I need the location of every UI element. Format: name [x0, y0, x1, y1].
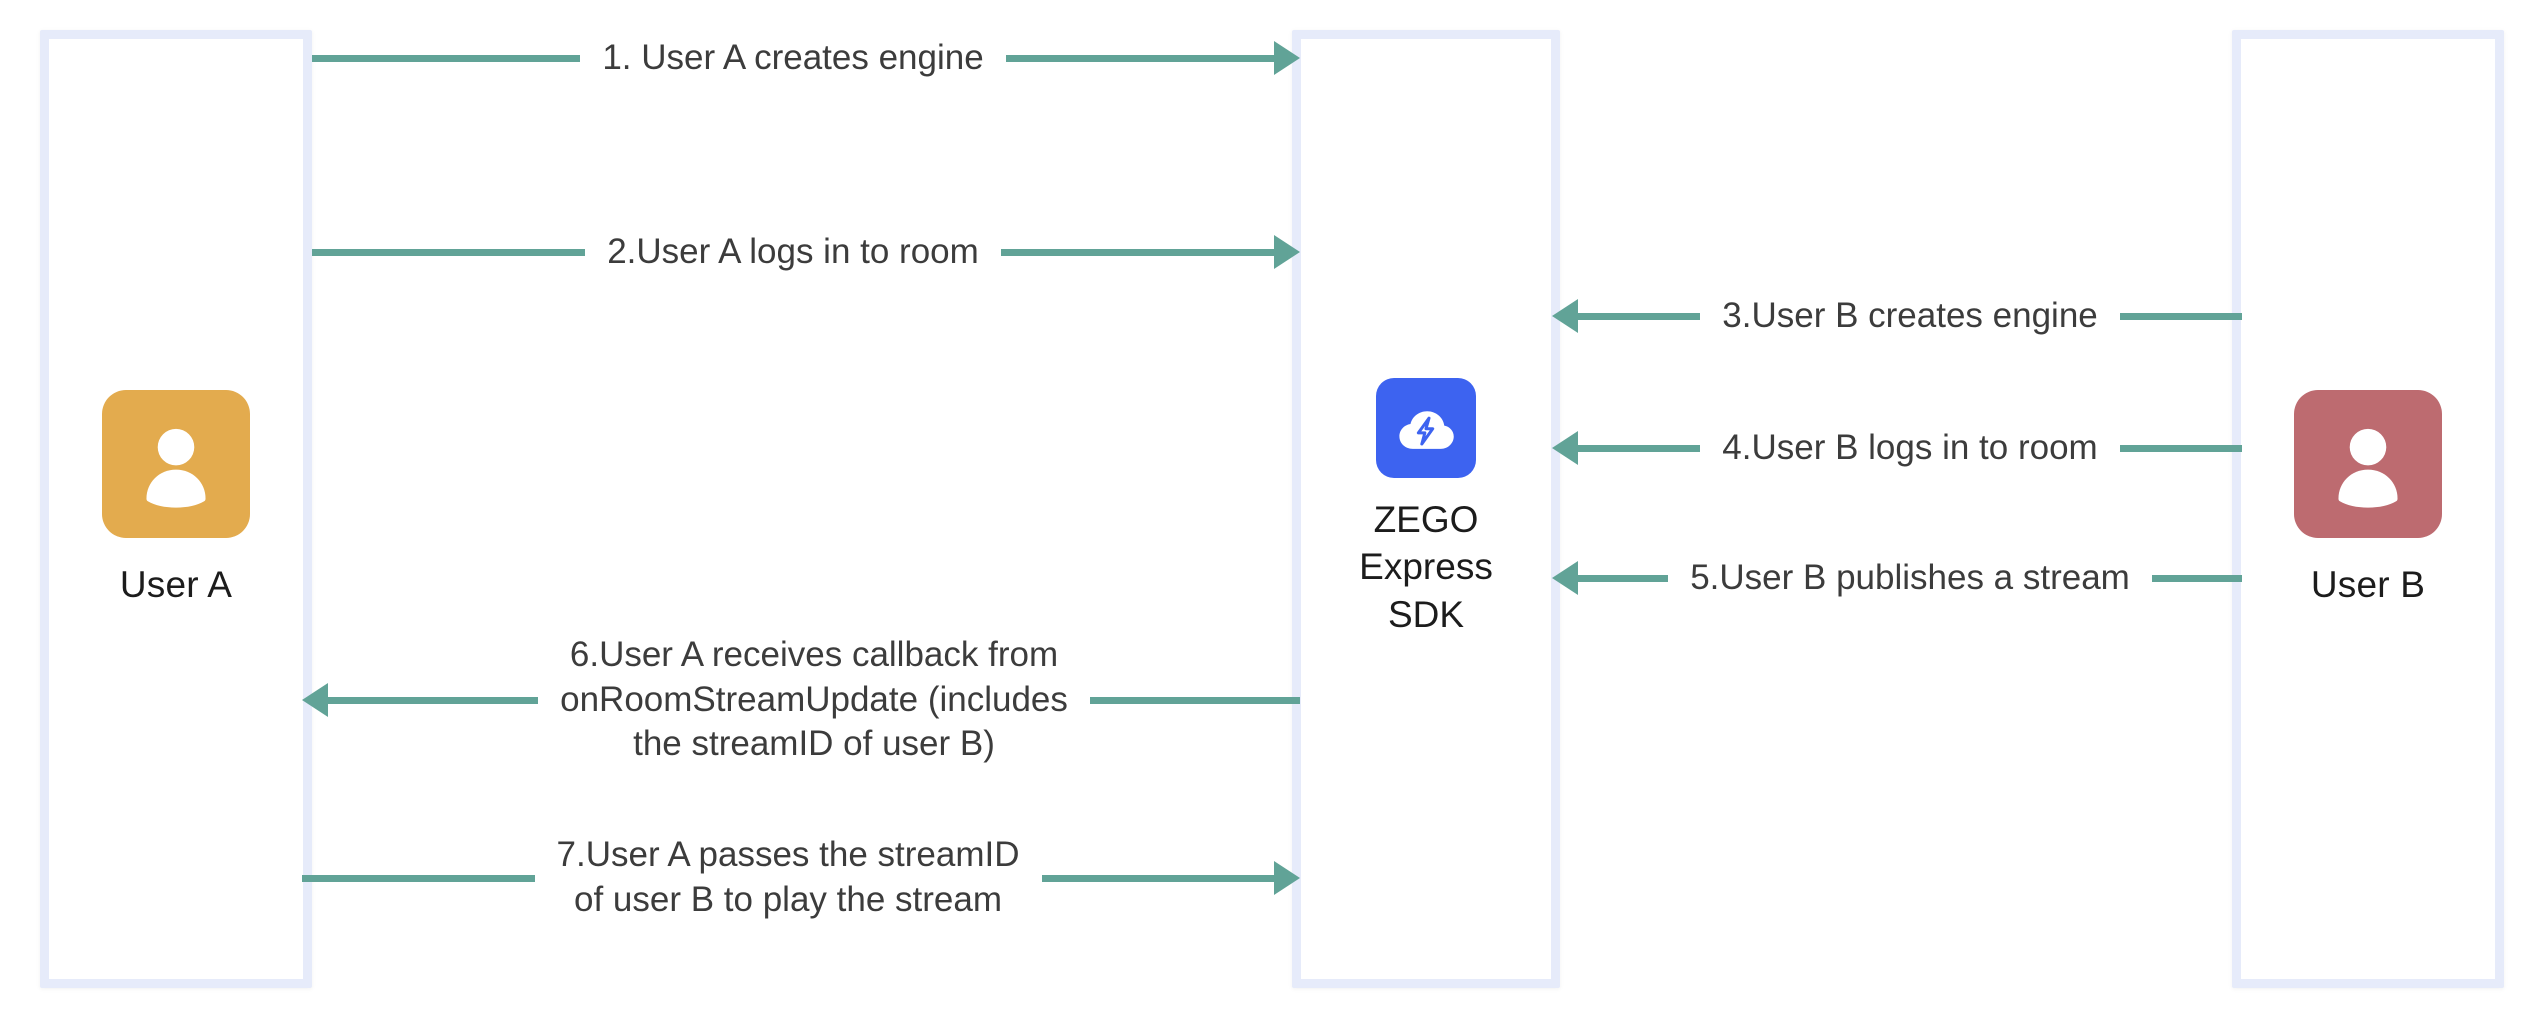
arrow-segment: [2151, 574, 2243, 582]
avatar-user-a: [102, 390, 250, 538]
arrow-segment: [1000, 248, 1275, 256]
message-label-6: 6.User A receives callback from onRoomSt…: [538, 633, 1090, 767]
message-arrow-6: 6.User A receives callback from onRoomSt…: [302, 620, 1301, 780]
message-arrow-5: 5.User B publishes a stream: [1552, 556, 2243, 601]
arrowhead-right-icon: [1274, 235, 1301, 269]
arrow-segment: [2119, 444, 2242, 452]
arrow-segment: [1005, 54, 1274, 62]
message-label-line: 4.User B logs in to room: [1722, 427, 2098, 467]
message-label-4: 4.User B logs in to room: [1700, 426, 2119, 471]
message-arrow-7: 7.User A passes the streamID of user B t…: [302, 818, 1301, 938]
message-label-line: 3.User B creates engine: [1722, 295, 2098, 335]
zego-logo-tile: [1376, 378, 1476, 478]
arrowhead-right-icon: [1274, 861, 1301, 895]
message-label-line: 6.User A receives callback from: [569, 634, 1059, 674]
message-label-line: 5.User B publishes a stream: [1690, 557, 2130, 597]
arrowhead-left-icon: [302, 683, 328, 717]
arrow-segment: [1578, 574, 1669, 582]
actor-label-zego-sdk: ZEGO Express SDK: [1359, 496, 1493, 638]
arrow-segment: [2119, 312, 2243, 320]
message-label-line: 7.User A passes the streamID: [556, 835, 1020, 875]
arrowhead-left-icon: [1552, 431, 1578, 465]
message-arrow-2: 2.User A logs in to room: [312, 230, 1301, 275]
arrow-segment: [302, 874, 535, 882]
cloud-lightning-icon: [1399, 411, 1454, 449]
message-arrow-3: 3.User B creates engine: [1552, 294, 2243, 339]
arrow-segment: [1041, 874, 1275, 882]
actor-label-user-b: User B: [2310, 564, 2426, 605]
message-label-1: 1. User A creates engine: [580, 36, 1005, 81]
actor-label-user-a: User A: [119, 564, 233, 605]
arrow-segment: [312, 248, 586, 256]
message-label-line: of user B to play the stream: [574, 880, 1002, 919]
message-label-5: 5.User B publishes a stream: [1668, 556, 2152, 601]
lifeline-zego-sdk: [1292, 30, 1560, 988]
arrow-segment: [1089, 696, 1301, 704]
arrow-segment: [1578, 312, 1701, 320]
message-label-7: 7.User A passes the streamID of user B t…: [535, 833, 1042, 923]
message-label-line: the streamID of user B): [633, 724, 995, 764]
actor-zego-sdk: ZEGO Express SDK: [1292, 378, 1560, 638]
person-icon: [2338, 428, 2398, 508]
arrow-segment: [328, 696, 539, 704]
person-icon: [146, 428, 206, 508]
message-label-line: 2.User A logs in to room: [607, 231, 979, 271]
message-arrow-4: 4.User B logs in to room: [1552, 428, 2242, 468]
arrowhead-right-icon: [1274, 41, 1300, 75]
actor-user-b: User B: [2232, 390, 2504, 606]
sdk-label-line-3: SDK: [1387, 593, 1465, 635]
sdk-label-line-1: ZEGO: [1373, 499, 1479, 540]
arrowhead-left-icon: [1552, 299, 1578, 333]
arrowhead-left-icon: [1552, 561, 1578, 595]
message-arrow-1: 1. User A creates engine: [312, 38, 1300, 78]
message-label-2: 2.User A logs in to room: [585, 230, 1001, 275]
arrow-segment: [1578, 444, 1701, 452]
arrow-segment: [312, 54, 581, 62]
sdk-label-line-2: Express: [1359, 546, 1493, 588]
message-label-3: 3.User B creates engine: [1700, 294, 2119, 339]
message-label-line: 1. User A creates engine: [602, 37, 984, 77]
avatar-user-b: [2294, 390, 2442, 538]
message-label-line: onRoomStreamUpdate (includes: [560, 679, 1068, 719]
actor-user-a: User A: [40, 390, 312, 606]
